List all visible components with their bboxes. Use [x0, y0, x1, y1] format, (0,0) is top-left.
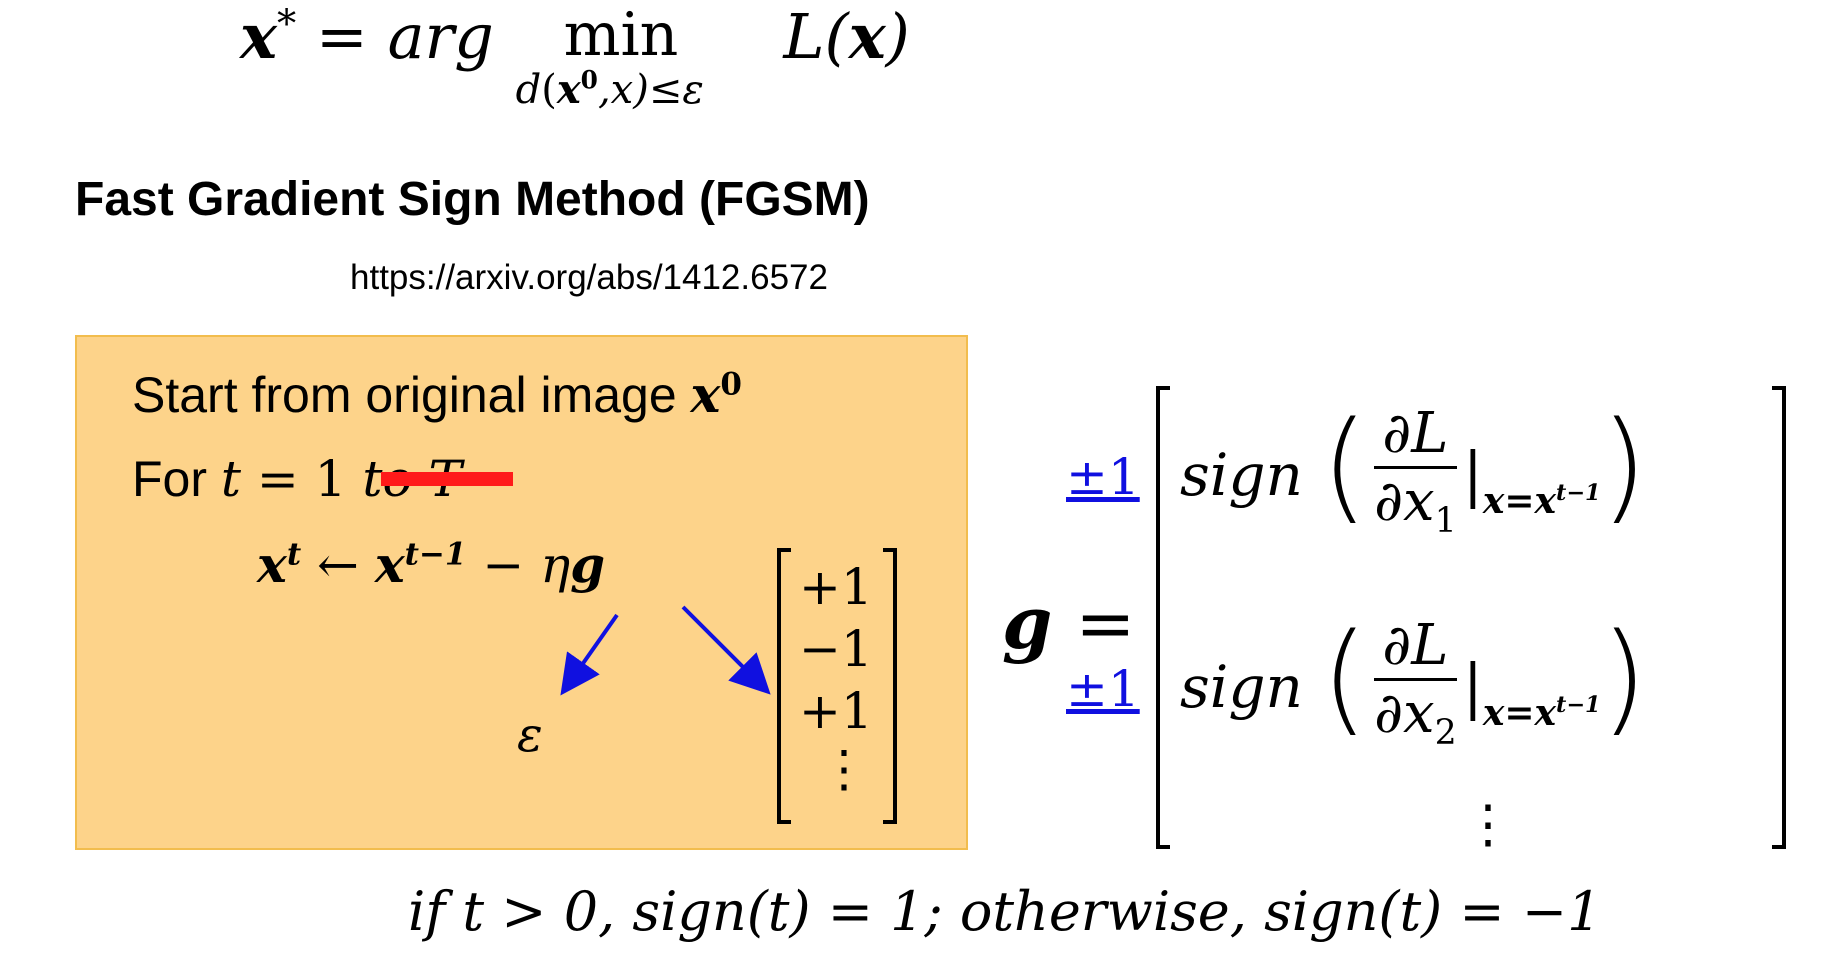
strikethrough-mark	[381, 472, 513, 486]
method-title: Fast Gradient Sign Method (FGSM)	[75, 173, 870, 226]
method-link[interactable]: https://arxiv.org/abs/1412.6572	[350, 258, 828, 297]
objective-constraint: d(x0,x)≤ε	[515, 65, 704, 113]
g-symbol: g	[1002, 580, 1053, 665]
start-sup: 0	[720, 366, 742, 403]
argmin-block: min d(x0,x)≤ε	[514, 0, 764, 113]
start-text: Start from original image	[132, 367, 691, 423]
update-g: g	[570, 535, 606, 594]
constraint-x0: x	[556, 66, 581, 113]
update-lhs: x	[257, 535, 287, 594]
arrow-to-vector	[681, 605, 771, 695]
frac-den-sub: 2	[1434, 713, 1457, 754]
objective-arg: arg	[387, 0, 494, 73]
vec-entry: +1	[799, 558, 873, 616]
arrow-to-epsilon	[560, 613, 619, 696]
objective-loss: L(	[783, 0, 849, 73]
update-rhs-sup: t−1	[404, 536, 467, 573]
for-var: t	[220, 450, 241, 508]
partial-fraction: ∂L∂x2	[1374, 613, 1457, 751]
update-rule: xt ← xt−1 − ηg	[257, 535, 605, 594]
objective-loss-close: )	[885, 0, 910, 73]
for-line: For t = 1 to T	[132, 450, 462, 508]
objective-min: min	[563, 0, 679, 70]
sign-func: sign	[1180, 441, 1303, 509]
component-sign-2: ±1	[1066, 660, 1140, 718]
constraint-rest: ,x)≤ε	[597, 67, 704, 113]
sign-definition: if t > 0, sign(t) = 1; otherwise, sign(t…	[408, 880, 1602, 943]
for-eq: = 1	[241, 450, 363, 508]
objective-formula: x* = arg min d(x0,x)≤ε L(x)	[240, 0, 910, 140]
update-minus: − η	[466, 536, 571, 594]
epsilon-label: ε	[517, 707, 543, 763]
vec-entry: −1	[799, 620, 873, 678]
eval-sup: t−1	[1556, 692, 1601, 718]
for-text: For	[132, 451, 221, 507]
eval-sup: t−1	[1556, 480, 1601, 506]
partial-fraction: ∂L∂x1	[1374, 401, 1457, 539]
eval-point: x=x	[1482, 692, 1557, 734]
sample-gradient-vector: +1 −1 +1 ⋮	[777, 548, 897, 824]
objective-lhs: x	[240, 0, 277, 73]
frac-num: ∂L	[1374, 613, 1457, 682]
sign-func: sign	[1180, 653, 1303, 721]
update-lhs-sup: t	[286, 536, 302, 573]
gradient-vector-bracket	[1156, 386, 1786, 849]
objective-equals: =	[315, 0, 368, 73]
component-sign-1: ±1	[1066, 448, 1140, 506]
objective-lhs-sup: *	[276, 1, 297, 47]
start-var: x	[690, 365, 721, 424]
gradient-vdots: ⋮	[1462, 795, 1514, 855]
update-arrow: ←	[301, 536, 375, 594]
vec-entry: ⋮	[819, 740, 869, 798]
algorithm-box: Start from original image x0 For t = 1 t…	[75, 335, 968, 850]
frac-den: ∂x	[1374, 469, 1435, 535]
frac-num: ∂L	[1374, 401, 1457, 470]
frac-den-sub: 1	[1434, 501, 1457, 542]
constraint-x0-sup: 0	[580, 65, 598, 95]
g-equals: =	[1052, 581, 1136, 665]
eval-point: x=x	[1482, 480, 1557, 522]
constraint-d: d	[515, 67, 542, 113]
start-line: Start from original image x0	[132, 365, 742, 424]
objective-loss-x: x	[848, 0, 886, 73]
vec-entry: +1	[799, 682, 873, 740]
update-rhs: x	[374, 535, 405, 594]
gradient-component-2: sign (∂L∂x2|x=xt−1)	[1180, 609, 1648, 754]
annotation-arrows	[560, 605, 771, 696]
frac-den: ∂x	[1374, 681, 1435, 747]
gradient-definition-label: g =	[1002, 580, 1136, 665]
gradient-component-1: sign (∂L∂x1|x=xt−1)	[1180, 397, 1648, 542]
